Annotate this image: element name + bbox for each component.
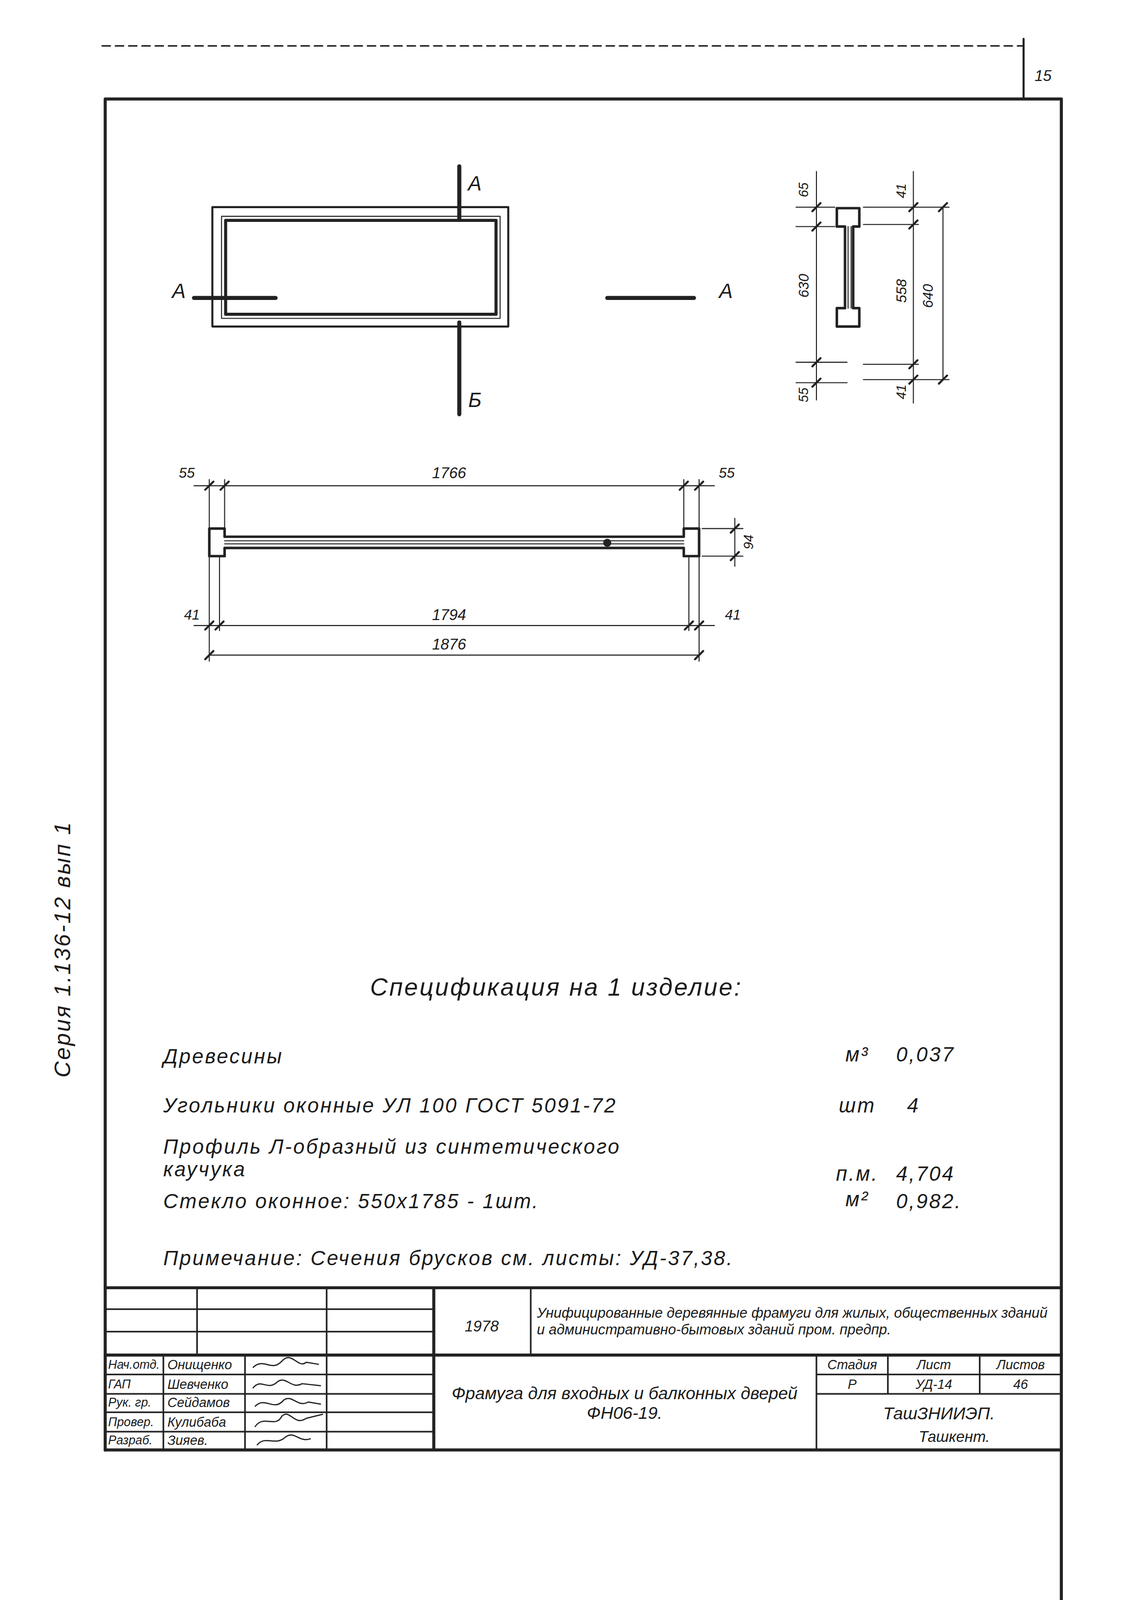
- specification-quantity: 4: [906, 1093, 920, 1117]
- page-number-divider: [1022, 38, 1025, 100]
- section-mark: А: [171, 279, 188, 303]
- dimension-tick: [205, 481, 704, 490]
- dimension-value: 41: [184, 607, 200, 624]
- section-mark: А: [719, 279, 735, 303]
- series-number: Серия 1.136-12 вып 1: [50, 820, 76, 1078]
- title-block-frame: [105, 1287, 1062, 1450]
- specification-item: Древесины: [163, 1044, 284, 1068]
- organisation-name: ТашЗНИИЭП.: [883, 1403, 996, 1424]
- dimension-tick: [730, 524, 739, 561]
- signature: [253, 1357, 319, 1368]
- title-block-drawing-title: Фрамуга для входных и балконных дверей Ф…: [451, 1383, 799, 1423]
- section-cut-line: [193, 166, 694, 415]
- dimension-tick: [205, 621, 704, 660]
- specification-quantity: 0,037: [895, 1042, 955, 1066]
- section-mark: А: [467, 172, 484, 196]
- signature: [257, 1435, 311, 1445]
- section-mark: Б: [468, 388, 484, 412]
- dimension-value: 55: [796, 387, 812, 403]
- title-block-name: Шевченко: [167, 1377, 229, 1392]
- signature: [255, 1414, 323, 1427]
- title-block-value: УД-14: [915, 1377, 952, 1392]
- title-block-year: 1978: [464, 1318, 499, 1336]
- drawing-frame: [105, 99, 1062, 1600]
- title-block-role: Провер.: [108, 1415, 154, 1430]
- specification-unit: п.м.: [836, 1162, 879, 1186]
- title-block-role: Рук. гр.: [108, 1396, 152, 1411]
- title-block-value: 46: [1013, 1377, 1029, 1392]
- dimension-value: 558: [894, 278, 911, 303]
- specification-heading: Спецификация на 1 изделие:: [370, 974, 743, 1002]
- dimension-value: 1766: [432, 464, 466, 483]
- fixing-dot: [603, 539, 612, 547]
- transom-outline: [212, 207, 509, 327]
- dimension-value: 65: [796, 182, 812, 198]
- title-block-role: ГАП: [108, 1377, 131, 1392]
- glass-pane: [224, 541, 684, 544]
- page-number: 15: [1034, 67, 1052, 85]
- glass-pane: [847, 226, 851, 308]
- dimension-line: [702, 518, 743, 567]
- specification-quantity: 0,982.: [895, 1190, 962, 1214]
- title-block-role: Нач.отд.: [108, 1357, 160, 1372]
- dimension-line: [795, 171, 847, 401]
- dimension-value: 1876: [432, 636, 466, 654]
- dimension-value: 1794: [432, 606, 466, 624]
- transom-glass-edge: [225, 220, 497, 315]
- specification-unit: шт: [839, 1093, 876, 1117]
- organisation-city: Ташкент.: [918, 1428, 990, 1446]
- title-block-header: Лист: [916, 1357, 951, 1373]
- dimension-line: [193, 556, 715, 662]
- specification-unit: м³: [845, 1042, 870, 1066]
- dimension-tick: [812, 203, 821, 387]
- specification-item: Стекло оконное: 550x1785 - 1шт.: [163, 1190, 540, 1214]
- dimension-value: 41: [894, 183, 910, 199]
- dimension-value: 41: [724, 607, 741, 624]
- title-block-name: Онищенко: [167, 1357, 233, 1373]
- signature: [255, 1398, 321, 1407]
- title-block-header: Стадия: [827, 1357, 877, 1373]
- title-block-name: Зияев.: [167, 1433, 209, 1449]
- transom-rebate: [221, 216, 500, 319]
- dimension-value: 55: [178, 465, 195, 482]
- title-block-name: Кулибаба: [167, 1414, 227, 1430]
- signature: [253, 1380, 321, 1388]
- title-block-series-title: Унифицированные деревянные фрамуги для ж…: [536, 1305, 1053, 1338]
- dimension-tick: [909, 203, 948, 384]
- specification-item: Угольники оконные УЛ 100 ГОСТ 5091-72: [163, 1093, 618, 1117]
- dimension-value: 630: [796, 273, 813, 299]
- dimension-value: 41: [894, 384, 910, 400]
- title-block-value: Р: [847, 1377, 857, 1392]
- note-text: Примечание: Сечения брусков см. листы: У…: [163, 1247, 734, 1271]
- dimension-line: [863, 171, 950, 404]
- dimension-value: 640: [920, 284, 937, 309]
- specification-quantity: 4,704: [895, 1162, 955, 1186]
- specification-item: Профиль Л-образный из синтетического кау…: [163, 1135, 664, 1182]
- title-block-grid: [105, 1287, 1062, 1450]
- plan-section-profile: [209, 528, 700, 557]
- trim-line: [102, 45, 1024, 47]
- specification-unit: м²: [845, 1187, 870, 1211]
- title-block-name: Сейдамов: [167, 1395, 230, 1411]
- dimension-value: 55: [718, 465, 735, 482]
- dimension-value: 94: [741, 534, 757, 550]
- title-block-header: Листов: [996, 1357, 1045, 1373]
- title-block-role: Разраб.: [108, 1434, 153, 1448]
- side-section-profile: [837, 208, 860, 327]
- dimension-line: [193, 479, 715, 529]
